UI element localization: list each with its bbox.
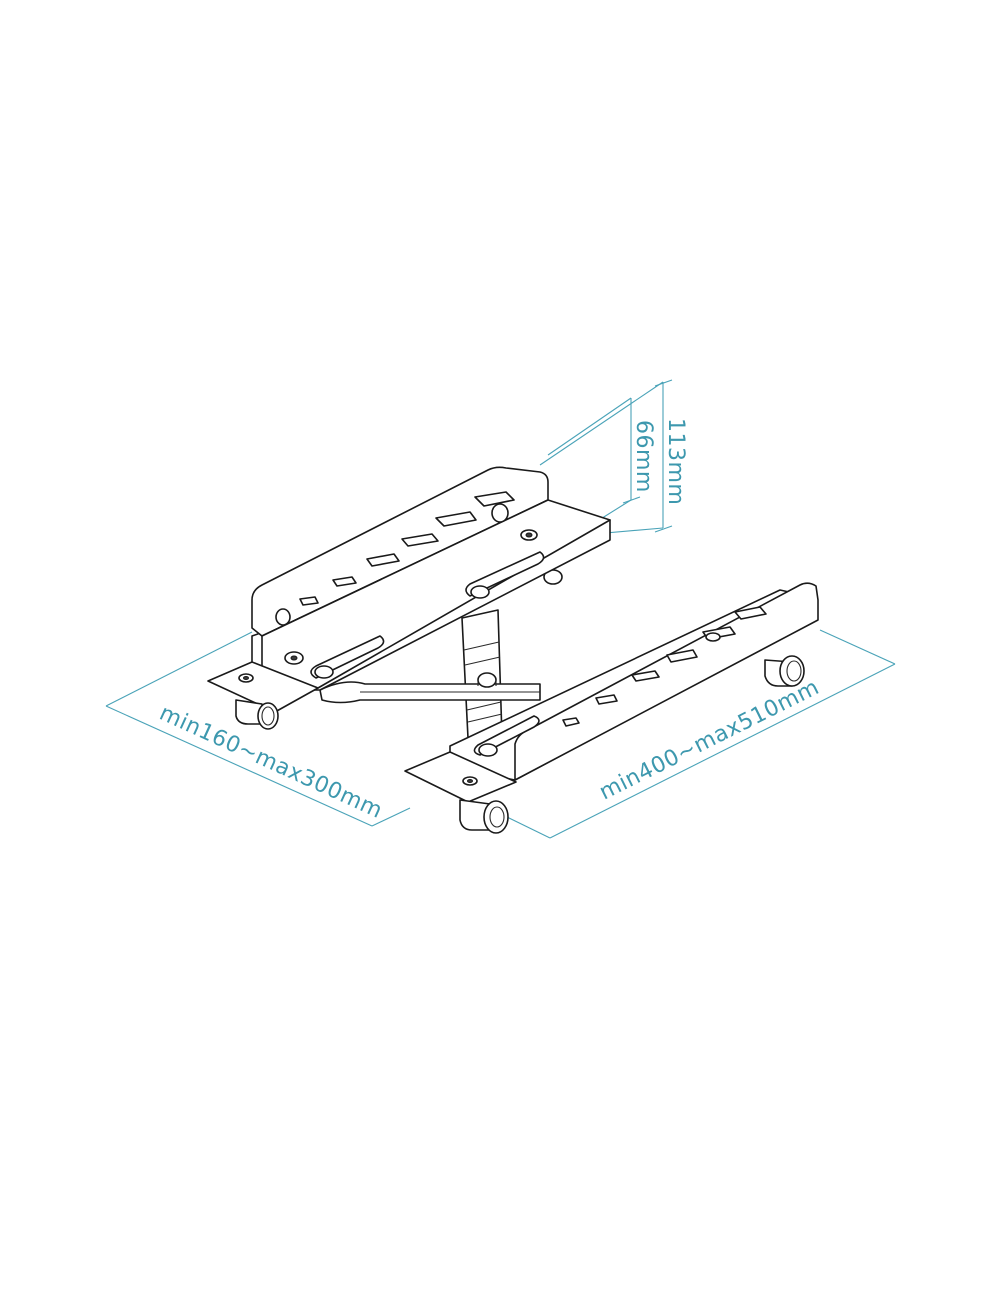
caster-wheel-rear-left — [235, 699, 279, 730]
caster-wheel-front-left — [459, 799, 509, 834]
height-total-label: 113mm — [663, 418, 688, 505]
front-bracket — [404, 582, 819, 834]
height-inner-label: 66mm — [631, 420, 656, 493]
brace-knob — [477, 672, 497, 688]
dimension-lines — [105, 379, 896, 839]
caster-wheel-front-right — [764, 655, 805, 687]
rear-bracket — [207, 466, 611, 730]
